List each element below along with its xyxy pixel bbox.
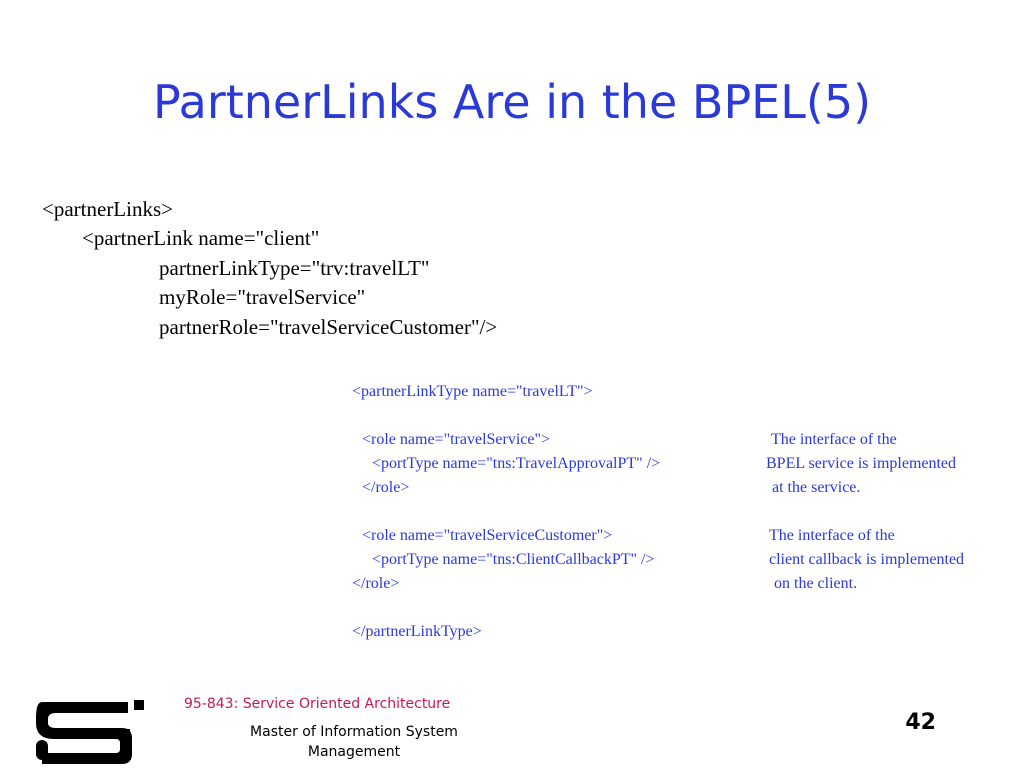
- course-title: 95-843: Service Oriented Architecture: [184, 696, 451, 712]
- code-line: partnerRole="travelServiceCustomer"/>: [159, 315, 498, 339]
- annotation-line: at the service.: [772, 479, 861, 496]
- code-line: <partnerLinks>: [42, 197, 173, 221]
- xml-line: </partnerLinkType>: [352, 623, 482, 640]
- annotation-line: on the client.: [774, 575, 858, 592]
- xml-line: <role name="travelService">: [362, 431, 551, 448]
- annotation-line: BPEL service is implemented: [766, 455, 957, 472]
- program-name: Master of Information System Management: [250, 724, 458, 760]
- xml-line: <role name="travelServiceCustomer">: [362, 527, 613, 544]
- xml-line: <portType name="tns:TravelApprovalPT" />: [372, 455, 661, 472]
- slide-title: PartnerLinks Are in the BPEL(5): [152, 75, 872, 129]
- code-line: partnerLinkType="trv:travelLT": [159, 256, 430, 280]
- annotation-line: client callback is implemented: [769, 551, 965, 568]
- xml-line: <partnerLinkType name="travelLT">: [352, 383, 593, 400]
- cmu-heinz-logo: [36, 700, 144, 764]
- xml-line: </role>: [352, 575, 400, 592]
- annotation-line: The interface of the: [769, 527, 895, 544]
- code-line: <partnerLink name="client": [82, 226, 320, 250]
- xml-line: <portType name="tns:ClientCallbackPT" />: [372, 551, 655, 568]
- code-line: myRole="travelService": [159, 285, 366, 309]
- annotation-line: The interface of the: [771, 431, 897, 448]
- page-number: 42: [905, 710, 936, 735]
- xml-line: </role>: [362, 479, 410, 496]
